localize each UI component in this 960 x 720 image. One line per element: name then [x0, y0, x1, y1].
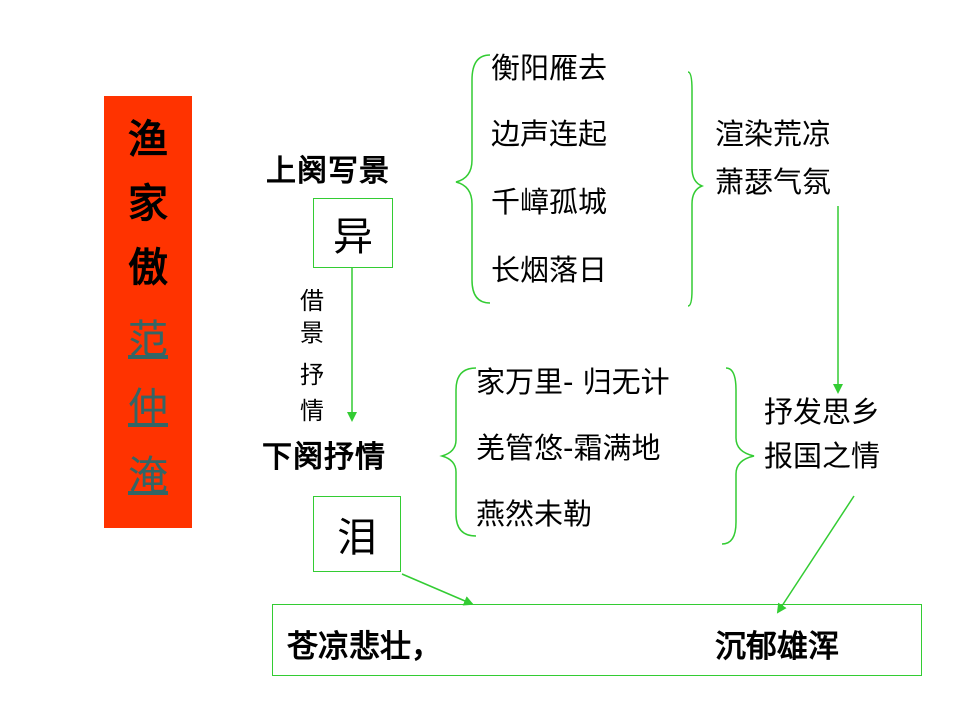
transition-char: 借 — [300, 287, 324, 315]
author-link-char[interactable]: 仲 — [128, 385, 168, 431]
upper-keyword-box: 异 — [313, 198, 393, 268]
poem-title-char: 傲 — [128, 244, 168, 291]
upper-right-brace — [687, 71, 705, 307]
author-link-char[interactable]: 范 — [128, 317, 168, 363]
upper-summary-line: 渲染荒凉 — [715, 117, 832, 151]
lower-right-brace — [721, 367, 755, 545]
poem-title-char: 渔 — [128, 116, 168, 163]
conclusion-left: 苍凉悲壮， — [287, 629, 442, 665]
lower-keyword-box: 泪 — [313, 496, 401, 572]
lower-item: 燕然未勒 — [476, 497, 593, 531]
lower-summary-line: 抒发思乡 — [764, 395, 881, 429]
arrow-lower-summary-to-conclusion — [776, 495, 855, 614]
upper-keyword: 异 — [333, 214, 373, 260]
poem-title-char: 家 — [128, 180, 168, 227]
author-link-char[interactable]: 淹 — [128, 453, 168, 499]
upper-item: 千嶂孤城 — [491, 185, 608, 219]
lower-left-brace — [439, 367, 477, 537]
upper-summary-line: 萧瑟气氛 — [715, 165, 832, 199]
conclusion-box: 苍凉悲壮， 沉郁雄浑 — [272, 604, 922, 676]
arrow-lower-keyword-to-conclusion — [401, 573, 474, 606]
upper-item: 衡阳雁去 — [491, 51, 608, 85]
lower-summary-line: 报国之情 — [764, 439, 881, 473]
lower-item: 家万里- 归无计 — [476, 365, 670, 399]
conclusion-right: 沉郁雄浑 — [715, 629, 839, 665]
upper-item: 长烟落日 — [491, 253, 608, 287]
transition-char: 情 — [300, 397, 324, 425]
transition-char: 抒 — [300, 361, 324, 389]
upper-item: 边声连起 — [491, 117, 608, 151]
lower-item: 羌管悠-霜满地 — [476, 431, 661, 465]
lower-section-label: 下阕抒情 — [262, 440, 386, 475]
upper-section-label: 上阕写景 — [266, 154, 390, 189]
lower-keyword: 泪 — [337, 515, 377, 561]
transition-char: 景 — [300, 319, 324, 347]
title-block: 渔 家 傲 范 仲 淹 — [104, 96, 192, 528]
upper-left-brace — [455, 54, 491, 304]
